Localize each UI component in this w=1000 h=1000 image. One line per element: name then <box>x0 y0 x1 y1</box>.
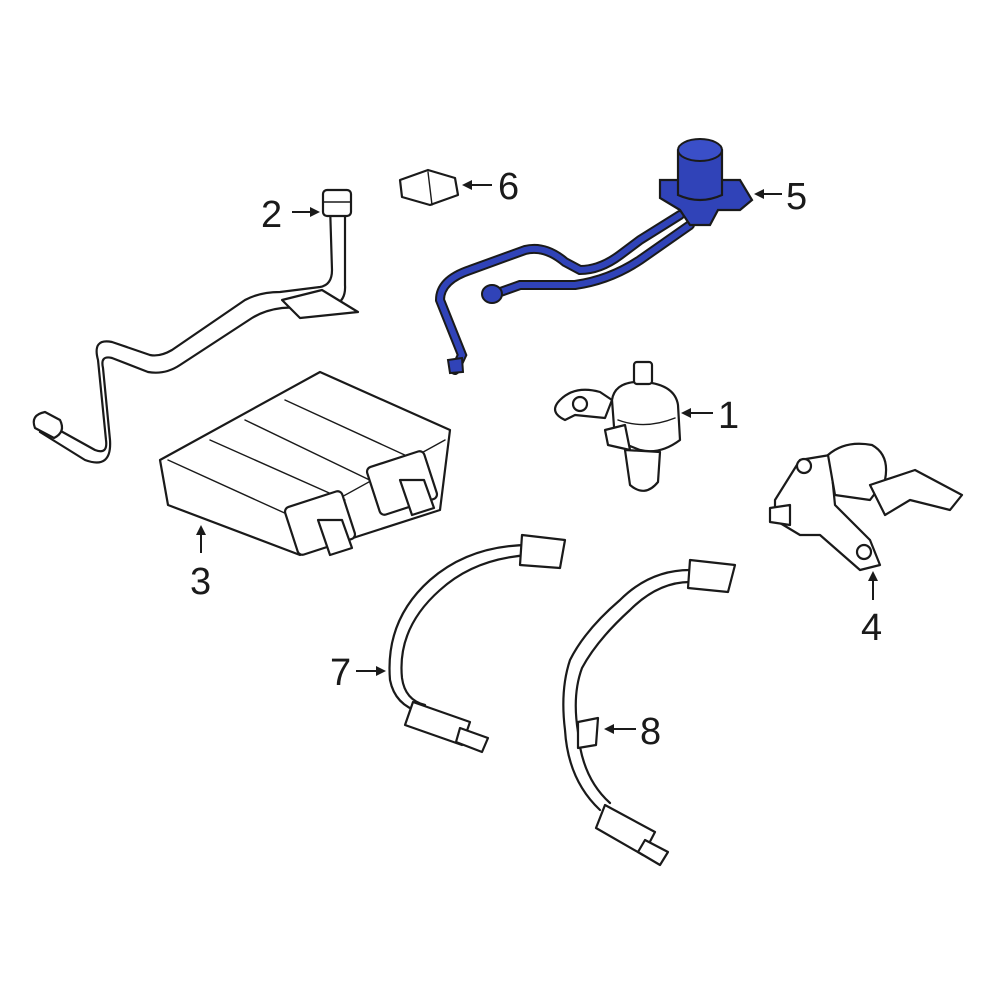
part-5-valve-assembly[interactable] <box>434 138 754 375</box>
callout-3: 3 <box>190 561 211 603</box>
callout-7: 7 <box>330 652 351 694</box>
callout-arrows <box>196 180 878 734</box>
part-1-purge-valve[interactable] <box>553 360 682 492</box>
part-7-oxygen-sensor[interactable] <box>388 533 567 754</box>
callout-8: 8 <box>640 711 661 753</box>
callout-4: 4 <box>861 607 882 649</box>
callout-5: 5 <box>786 176 807 218</box>
part-6-cap[interactable] <box>398 168 460 207</box>
callout-6: 6 <box>498 166 519 208</box>
part-8-oxygen-sensor[interactable] <box>562 558 737 867</box>
callout-2: 2 <box>261 194 282 236</box>
callout-1: 1 <box>718 395 739 437</box>
part-2-vent-tube[interactable] <box>32 188 360 464</box>
part-3-canister[interactable] <box>158 370 452 557</box>
part-4-bracket[interactable] <box>768 442 964 572</box>
